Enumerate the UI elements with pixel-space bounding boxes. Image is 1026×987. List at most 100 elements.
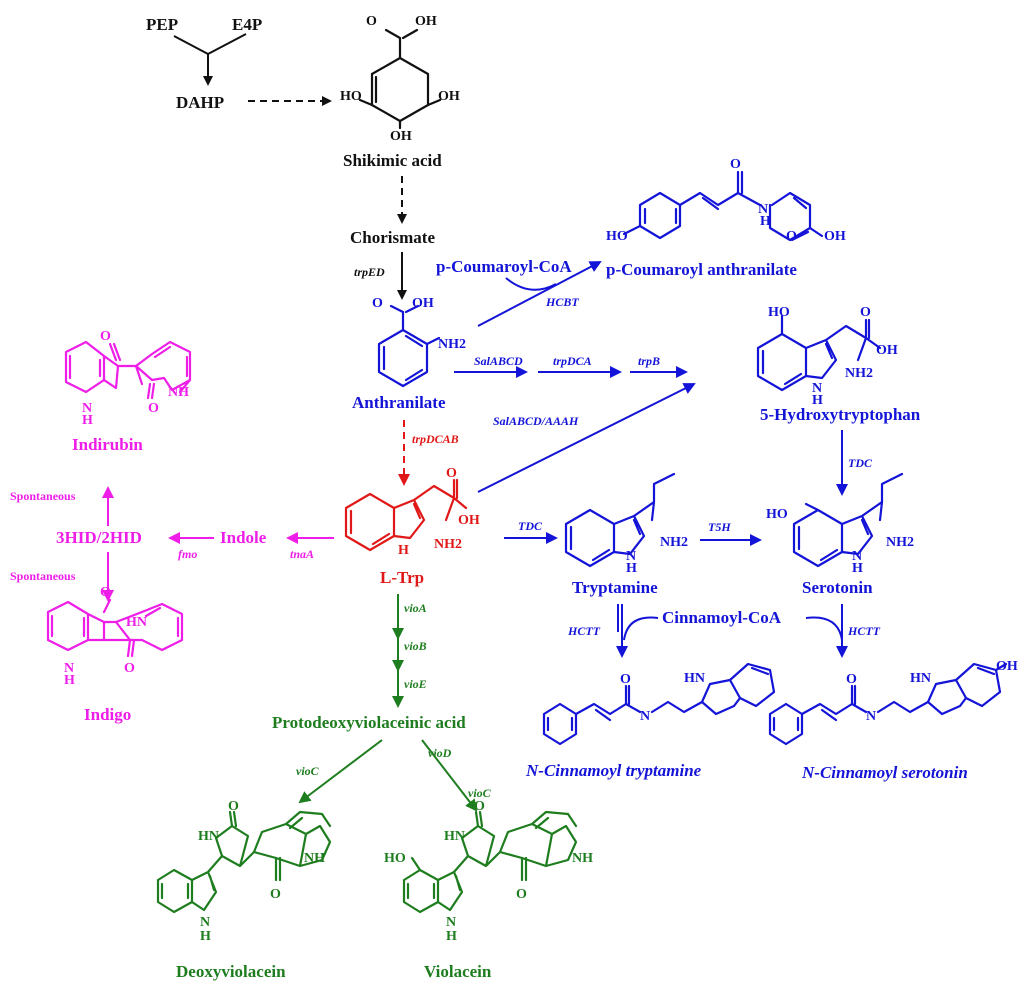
indigo-o-atom: O: [100, 585, 111, 600]
deoxy-nh-atom: NH: [304, 851, 325, 866]
violacein-section: vioA vioB vioE Protodeoxyviolaceinic aci…: [156, 594, 593, 981]
indirubin-label: Indirubin: [72, 435, 143, 454]
indigo-label: Indigo: [84, 705, 131, 724]
dahp-label: DAHP: [176, 93, 224, 112]
ltrp-structure: O OH H NH2: [344, 466, 480, 558]
coumaroyl-anthranilate-structure: O N H HO O OH: [606, 157, 846, 244]
viod-enzyme: vioD: [428, 746, 452, 760]
serotonin-ho-atom: HO: [766, 507, 788, 522]
coumaroyl-anth-h-atom: H: [760, 214, 771, 229]
htp-o-atom: O: [860, 305, 871, 320]
indirubin-o2-atom: O: [148, 401, 159, 416]
tryptamine-h-atom: H: [626, 561, 637, 576]
htp-nh-atom: N: [812, 381, 822, 396]
ncinn-sero-hn-atom: HN: [910, 671, 931, 686]
vioe-enzyme: vioE: [404, 677, 427, 691]
tnaa-enzyme: tnaA: [290, 547, 314, 561]
spontaneous-label-2: Spontaneous: [10, 569, 76, 583]
coumaroyl-coa-cosubstrate-curve: [505, 277, 557, 291]
ltrp-nh2-atom: NH2: [434, 537, 462, 552]
violacein-o2-atom: O: [516, 887, 527, 902]
shikimic-acid-structure: O OH HO OH OH: [340, 14, 460, 144]
trped-enzyme: trpED: [354, 265, 385, 279]
ncinn-tryp-n-atom: N: [640, 709, 650, 724]
tdc-enzyme-1: TDC: [518, 519, 543, 533]
serotonin-nh2-atom: NH2: [886, 535, 914, 550]
shikimic-ho-atom: HO: [340, 89, 362, 104]
violacein-label: Violacein: [424, 962, 492, 981]
serotonin-n-atom: N: [852, 549, 862, 564]
vioc-enzyme-2: vioC: [468, 786, 492, 800]
viob-enzyme: vioB: [404, 639, 427, 653]
ncinn-sero-n-atom: N: [866, 709, 876, 724]
serotonin-h-atom: H: [852, 561, 863, 576]
coumaroyl-anthranilate-label: p-Coumaroyl anthranilate: [606, 260, 797, 279]
indole-section: tnaA Indole fmo 3HID/2HID Spontaneous Sp…: [10, 329, 334, 724]
indirubin-h-atom: H: [82, 413, 93, 428]
e4p-label: E4P: [232, 15, 262, 34]
ncinnamoyl-tryptamine-label: N-Cinnamoyl tryptamine: [525, 761, 702, 780]
ncinn-sero-oh-atom: OH: [996, 659, 1018, 674]
ncinn-tryp-o-atom: O: [620, 672, 631, 687]
shikimic-oh2-atom: OH: [438, 89, 460, 104]
ncinnamoyl-serotonin-label: N-Cinnamoyl serotonin: [801, 763, 968, 782]
indigo-nh-atom: N: [64, 661, 74, 676]
anthranilate-label: Anthranilate: [352, 393, 446, 412]
indigo-hn-atom: HN: [126, 615, 147, 630]
hid-label: 3HID/2HID: [56, 528, 142, 547]
shikimic-label: Shikimic acid: [343, 151, 442, 170]
ltrp-o-atom: O: [446, 466, 457, 481]
violacein-n-atom: N: [446, 915, 456, 930]
vioc-enzyme-1: vioC: [296, 764, 320, 778]
violacein-o-atom: O: [474, 799, 485, 814]
hydroxytryptophan-structure: HO O OH N H NH2: [756, 305, 898, 408]
ltrp-to-5htp-arrow: [477, 383, 696, 493]
anthranilate-oh-atom: OH: [412, 296, 434, 311]
ltrp-h-atom: H: [398, 543, 409, 558]
ltrp-section: trpDCAB O OH H NH2 L-Trp: [344, 420, 480, 587]
cinnamoyl-left-curve: [623, 616, 659, 641]
fmo-enzyme: fmo: [178, 547, 197, 561]
chorismate-label: Chorismate: [350, 228, 435, 247]
coumaroyl-anth-ho-atom: HO: [606, 229, 628, 244]
indigo-o2-atom: O: [124, 661, 135, 676]
ncinn-sero-o-atom: O: [846, 672, 857, 687]
ncinnamoyl-tryptamine-structure: O N HN: [542, 662, 776, 746]
hctt-enzyme-2: HCTT: [847, 624, 881, 638]
ltrp-label: L-Trp: [380, 568, 424, 587]
tdc-enzyme-2: TDC: [848, 456, 873, 470]
salabcd-aaah-enzyme: SalABCD/AAAH: [493, 414, 579, 428]
htp-h-atom: H: [812, 393, 823, 408]
coumaroyl-anth-oh-atom: OH: [824, 229, 846, 244]
anthranilate-to-coumaroyl-arrow: [477, 261, 602, 327]
deoxy-n-atom: N: [200, 915, 210, 930]
pep-label: PEP: [146, 15, 178, 34]
shikimic-oh3-atom: OH: [390, 129, 412, 144]
violacein-hn-atom: HN: [444, 829, 465, 844]
cinnamoyl-coa-label: Cinnamoyl-CoA: [662, 608, 782, 627]
ltrp-oh-atom: OH: [458, 513, 480, 528]
indirubin-nh2-atom: NH: [168, 385, 189, 400]
trpb-enzyme: trpB: [638, 354, 660, 368]
violacein-h-atom: H: [446, 929, 457, 944]
tryptamine-section: TDC N H NH2 Tryptamine T5H HO N H NH2 Se…: [504, 472, 1018, 782]
anthranilate-o-atom: O: [372, 296, 383, 311]
ncinnamoyl-serotonin-structure: O N HN OH: [768, 659, 1018, 746]
indigo-h-atom: H: [64, 673, 75, 688]
indirubin-nh-atom: N: [82, 401, 92, 416]
deoxy-h-atom: H: [200, 929, 211, 944]
deoxy-o2-atom: O: [270, 887, 281, 902]
deoxy-o-atom: O: [228, 799, 239, 814]
htp-ho-atom: HO: [768, 305, 790, 320]
trpdcab-enzyme: trpDCAB: [412, 432, 459, 446]
coumaroyl-coa-label: p-Coumaroyl-CoA: [436, 257, 572, 276]
anthranilate-section: O OH NH2 Anthranilate p-Coumaroyl-CoA HC…: [352, 157, 921, 496]
upper-shikimate-section: PEP E4P DAHP O OH HO OH OH Shikimic acid…: [146, 14, 460, 300]
hcbt-enzyme: HCBT: [545, 295, 579, 309]
protodeoxy-to-deoxyviolacein-arrow: [298, 739, 383, 804]
htp-oh-atom: OH: [876, 343, 898, 358]
tryptamine-nh2-atom: NH2: [660, 535, 688, 550]
serotonin-structure: HO N H NH2: [766, 472, 914, 576]
